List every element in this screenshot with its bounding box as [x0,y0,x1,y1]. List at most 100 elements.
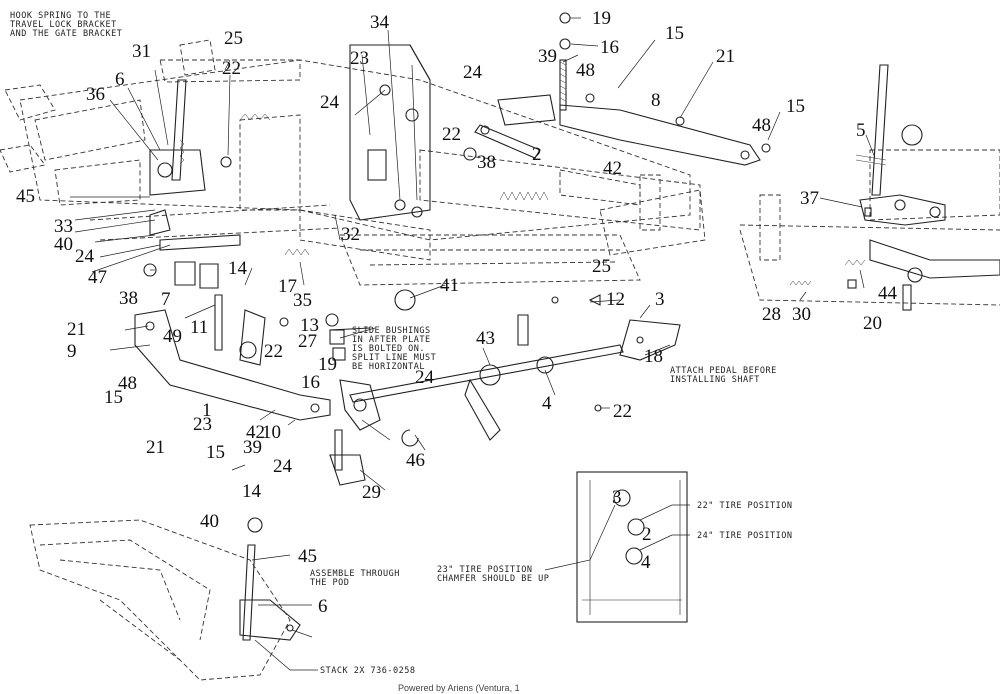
footer-text: Powered by Ariens (Ventura, 1 [398,683,520,693]
callout-label: 15 [665,23,684,44]
svg-text:AND THE GATE BRACKET: AND THE GATE BRACKET [10,29,122,39]
callout-label: 25 [224,28,243,49]
note-attach-pedal: ATTACH PEDAL BEFORE INSTALLING SHAFT [670,366,777,385]
callout-label: 32 [341,224,360,245]
callout-label: 14 [228,258,248,279]
callout-label: 14 [242,481,262,502]
tire-hole-2-label: 2 [642,524,652,545]
callout-label: 47 [88,267,107,288]
callout-label: 37 [800,188,819,209]
callout-label: 34 [370,12,390,33]
callout-label: 48 [118,373,137,394]
callout-label: 15 [206,442,225,463]
svg-text:ASSEMBLE THROUGH: ASSEMBLE THROUGH [310,569,400,579]
top-lever-arm [463,12,771,166]
callout-label: 17 [278,276,297,297]
callout-label: 22 [222,58,241,79]
callout-label: 43 [476,328,495,349]
callout-label: 6 [115,69,125,90]
right-inset-assembly [739,64,1000,311]
svg-text:INSTALLING SHAFT: INSTALLING SHAFT [670,375,760,385]
callout-label: 45 [16,186,35,207]
svg-text:HOOK SPRING TO THE: HOOK SPRING TO THE [10,11,111,21]
callout-label: 41 [440,275,459,296]
callout-label: 48 [576,60,595,81]
callout-label: 44 [878,283,898,304]
callout-label: 48 [752,115,771,136]
callout-label: 38 [477,152,496,173]
tire-23-chamfer-label: CHAMFER SHOULD BE UP [437,574,549,584]
callout-label: 29 [362,482,381,503]
left-lever-assembly [149,79,241,251]
callout-label: 15 [786,96,805,117]
note-slide-bushings: SLIDE BUSHINGS IN AFTER PLATE IS BOLTED … [352,326,436,372]
callout-label: 45 [298,546,317,567]
callout-label: 24 [463,62,483,83]
callout-numbers: 19 16 39 15 48 8 21 24 22 38 2 42 34 23 … [16,8,898,617]
callout-label: 46 [406,450,425,471]
svg-text:THE POD: THE POD [310,578,349,588]
tire-position-panel: 3 2 4 22" TIRE POSITION 24" TIRE POSITIO… [437,471,793,623]
callout-label: 12 [606,289,625,310]
lower-left-arm [134,248,371,421]
callout-label: 22 [442,124,461,145]
cross-shaft [329,289,681,486]
svg-text:SLIDE BUSHINGS: SLIDE BUSHINGS [352,326,431,336]
callout-label: 11 [190,317,208,338]
svg-text:IN AFTER PLATE: IN AFTER PLATE [352,335,431,345]
callout-label: 19 [592,8,611,29]
callout-label: 38 [119,288,138,309]
callout-label: 13 [300,315,319,336]
frame-chassis [0,39,706,286]
callout-label: 8 [651,90,661,111]
callout-label: 5 [856,120,866,141]
svg-text:SPLIT LINE MUST: SPLIT LINE MUST [352,353,436,363]
svg-text:TRAVEL LOCK BRACKET: TRAVEL LOCK BRACKET [10,20,117,30]
note-stack: STACK 2X 736-0258 [320,666,416,676]
svg-text:ATTACH PEDAL BEFORE: ATTACH PEDAL BEFORE [670,366,777,376]
callout-label: 25 [592,256,611,277]
pod-inset: STACK 2X 736-0258 [29,517,416,681]
callout-label: 15 [104,387,123,408]
callout-label: 10 [262,422,281,443]
callout-label: 36 [86,84,105,105]
callout-label: 24 [273,456,293,477]
tire-hole-4-label: 4 [641,552,651,573]
callout-label: 24 [415,367,435,388]
callout-label: 33 [54,216,73,237]
callout-label: 7 [161,289,171,310]
tire-23-label: 23" TIRE POSITION [437,565,533,575]
callout-label: 9 [67,341,77,362]
callout-label: 40 [54,234,73,255]
callout-label: 22 [264,341,283,362]
callout-label: 39 [243,437,262,458]
leader-lines [70,17,876,638]
svg-text:IS BOLTED ON.: IS BOLTED ON. [352,344,425,354]
callout-label: 16 [301,372,320,393]
callout-label: 23 [350,48,369,69]
callout-label: 39 [538,46,557,67]
callout-label: 21 [146,437,165,458]
callout-label: 1 [202,400,212,421]
note-hook-spring: HOOK SPRING TO THE TRAVEL LOCK BRACKET A… [10,11,122,39]
callout-label: 28 [762,304,781,325]
callout-label: 42 [246,422,265,443]
note-assemble-pod: ASSEMBLE THROUGH THE POD [310,569,400,588]
callout-label: 42 [603,158,622,179]
tire-24-label: 24" TIRE POSITION [697,531,793,541]
callout-label: 30 [792,304,811,325]
tire-hole-3-label: 3 [612,487,622,508]
callout-label: 22 [613,401,632,422]
callout-label: 24 [75,246,95,267]
callout-label: 24 [320,92,340,113]
callout-label: 4 [542,393,552,414]
tire-22-label: 22" TIRE POSITION [697,501,793,511]
callout-label: 21 [716,46,735,67]
callout-label: 16 [600,37,619,58]
callout-label: 35 [293,290,312,311]
callout-label: 23 [193,414,212,435]
callout-label: 49 [163,326,182,347]
callout-label: 3 [655,289,665,310]
callout-label: 21 [67,319,86,340]
